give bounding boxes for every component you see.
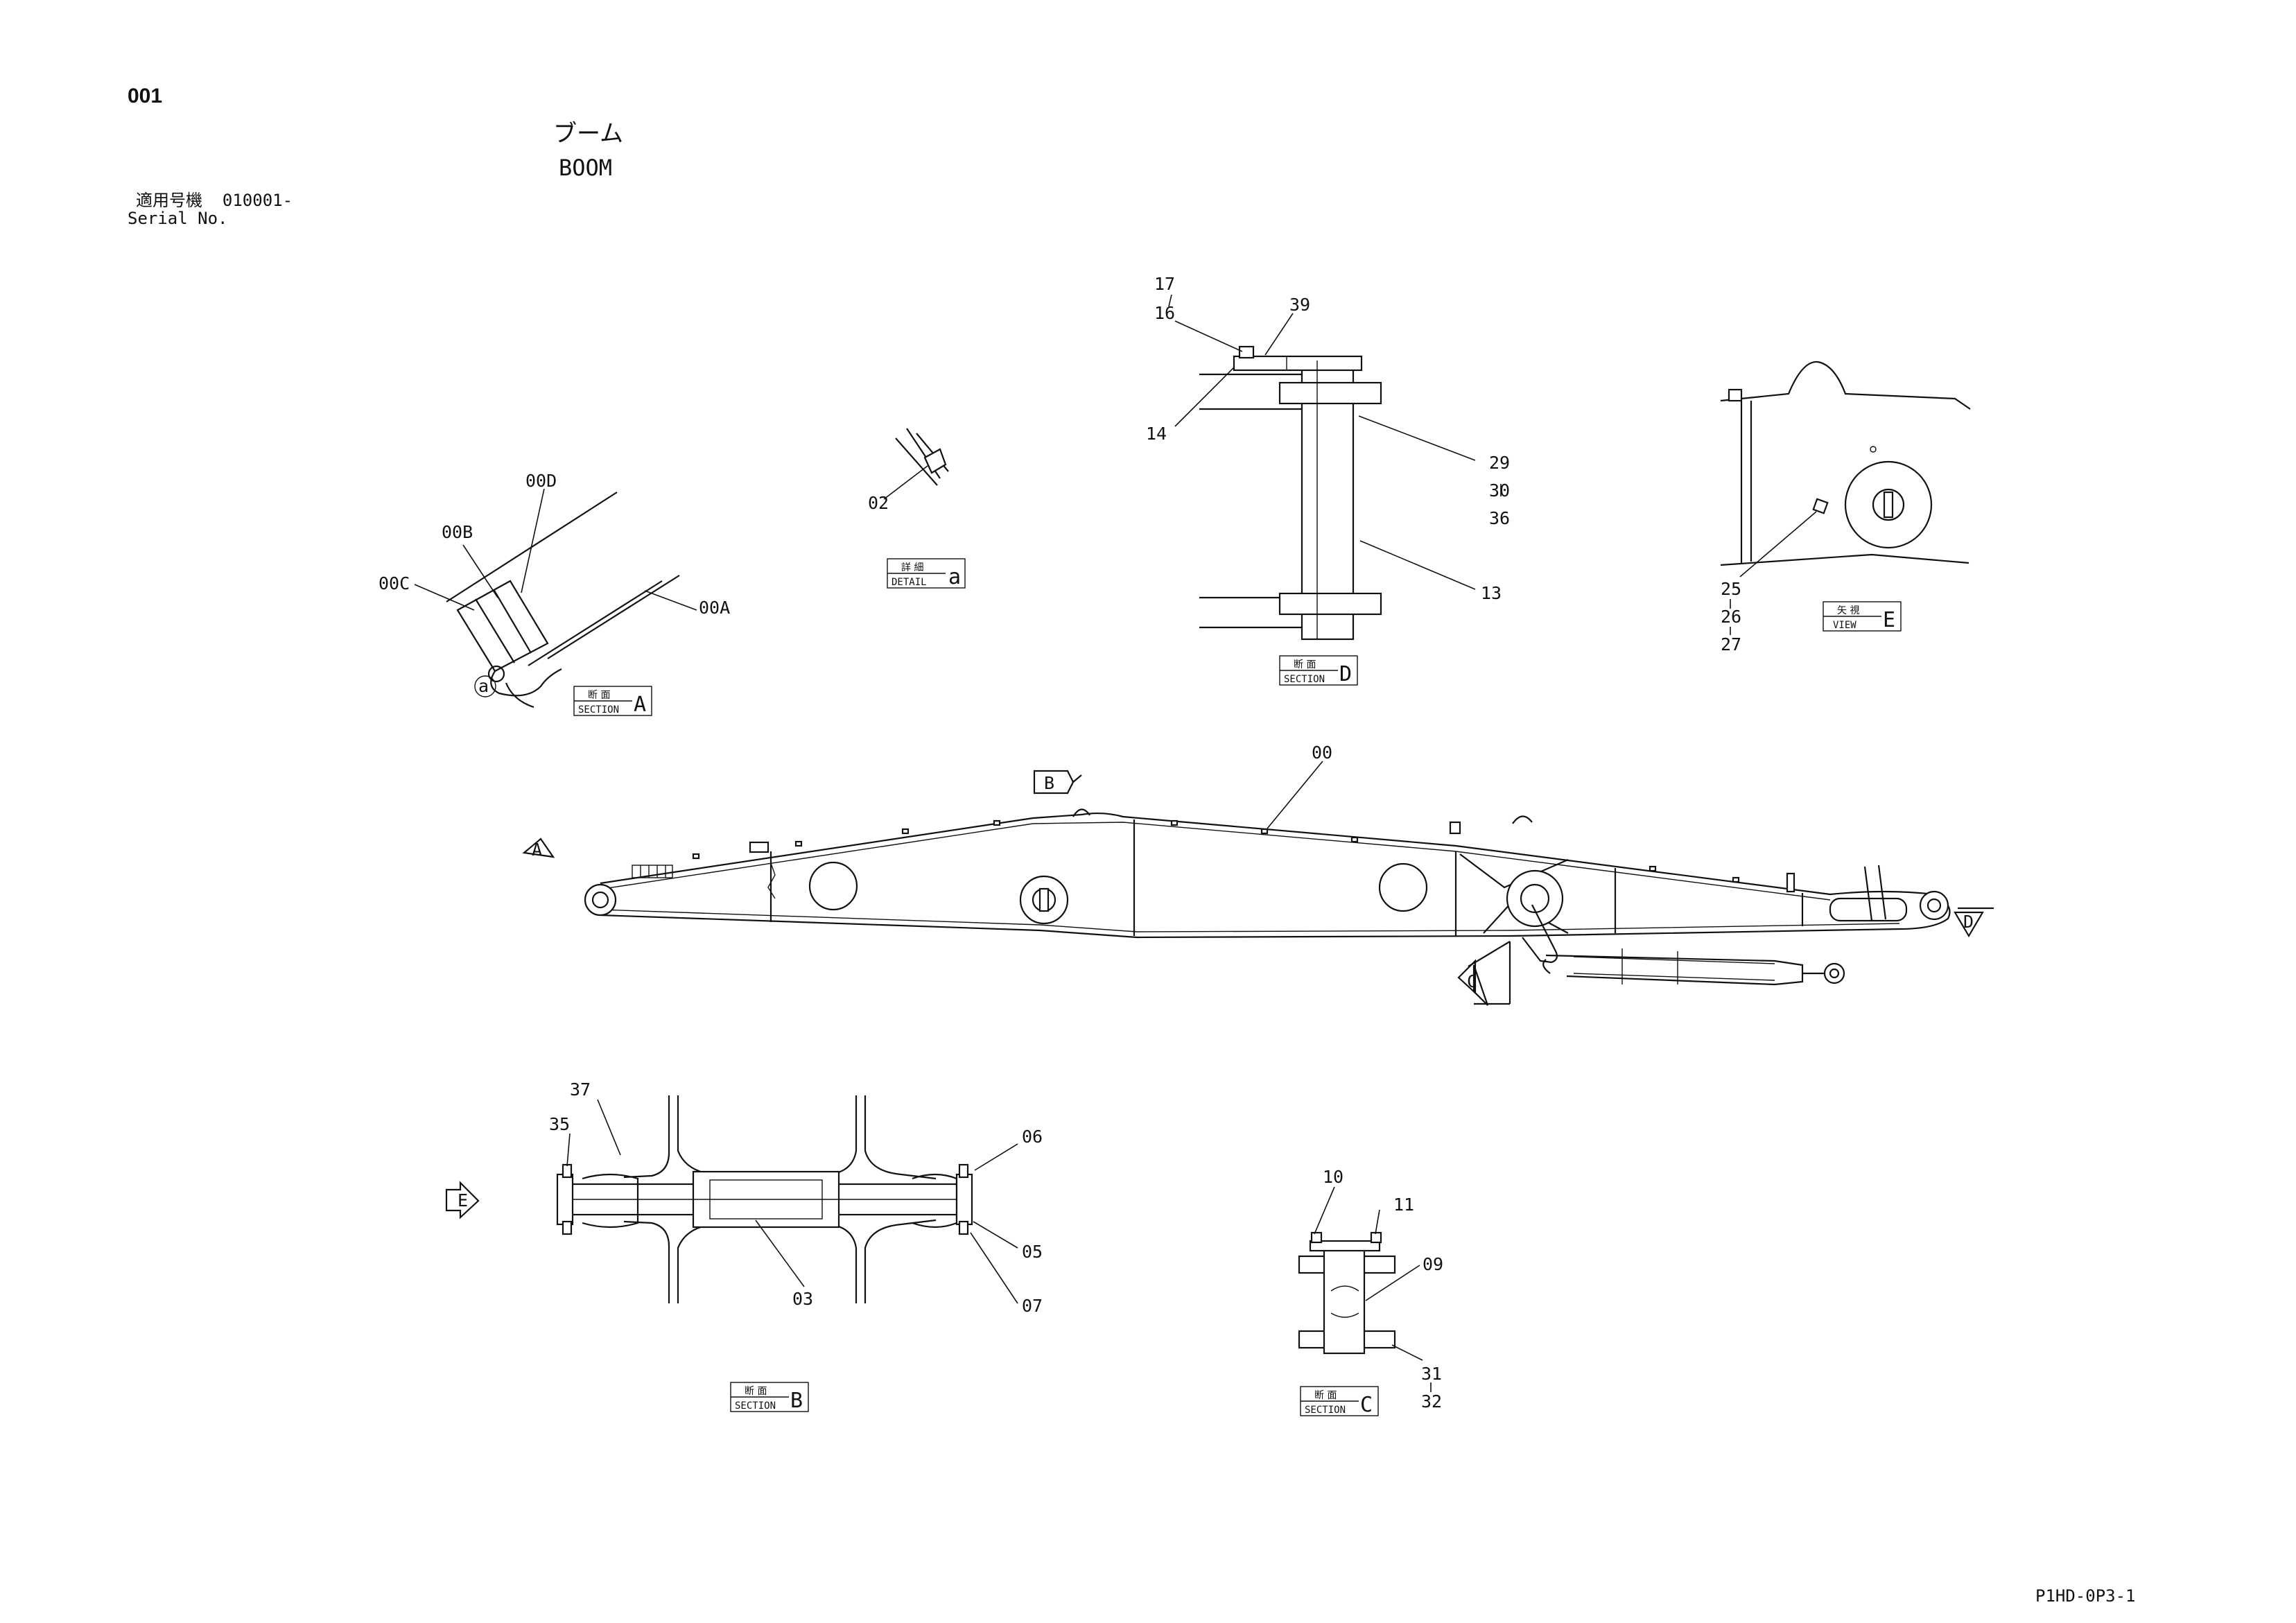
callout-05: 05 — [1022, 1242, 1043, 1262]
svg-text:E: E — [1883, 608, 1895, 632]
callout-09: 09 — [1423, 1254, 1443, 1274]
svg-text:SECTION: SECTION — [735, 1400, 776, 1412]
detail-a-tag: 詳 細 DETAIL a — [887, 558, 966, 589]
serial-value: 010001- — [222, 191, 293, 210]
detail-a-marker-letter: a — [478, 676, 489, 696]
svg-text:SECTION: SECTION — [1284, 674, 1325, 685]
callout-32: 32 — [1421, 1391, 1442, 1412]
boom-cylinder — [1542, 948, 1845, 986]
section-d-view — [1199, 345, 1382, 641]
svg-text:E: E — [458, 1190, 468, 1210]
svg-text:断 面: 断 面 — [745, 1386, 767, 1397]
section-a-tag: 断 面 SECTION A — [573, 686, 652, 717]
callout-00c: 00C — [379, 573, 410, 593]
section-c-view — [1298, 1231, 1396, 1355]
svg-text:詳 細: 詳 細 — [901, 562, 923, 573]
section-a-view: a — [446, 492, 680, 709]
section-arrow-d: D — [1954, 907, 1994, 938]
callout-00b: 00B — [442, 522, 473, 542]
svg-text:SECTION: SECTION — [1305, 1405, 1346, 1416]
callout-10: 10 — [1323, 1167, 1343, 1187]
svg-text:DETAIL: DETAIL — [892, 577, 927, 588]
callout-30: 30 — [1489, 480, 1510, 501]
callout-36: 36 — [1489, 508, 1510, 528]
callout-25: 25 — [1721, 579, 1741, 599]
section-d-tag: 断 面 SECTION D — [1279, 655, 1358, 686]
callout-35: 35 — [549, 1114, 570, 1134]
section-arrow-e: E — [445, 1181, 480, 1220]
svg-text:断 面: 断 面 — [1314, 1390, 1337, 1401]
svg-text:C: C — [1467, 971, 1477, 991]
svg-text:矢 視: 矢 視 — [1837, 605, 1859, 616]
section-arrow-c: C — [1457, 941, 1511, 1006]
serial-label-en: Serial No. — [128, 209, 228, 228]
svg-text:VIEW: VIEW — [1833, 620, 1856, 631]
callout-37: 37 — [570, 1079, 591, 1100]
callout-39: 39 — [1289, 295, 1310, 315]
svg-text:D: D — [1339, 662, 1352, 686]
svg-text:a: a — [948, 565, 961, 589]
callout-17: 17 — [1154, 274, 1175, 294]
serial-label-jp: 適用号機 — [136, 191, 202, 210]
section-b-tag: 断 面 SECTION B — [730, 1382, 809, 1413]
view-e-tag: 矢 視 VIEW E — [1823, 601, 1902, 632]
callout-13: 13 — [1481, 583, 1502, 603]
callout-16: 16 — [1154, 303, 1175, 323]
svg-text:A: A — [634, 693, 646, 717]
section-arrow-a: A — [522, 837, 555, 860]
page-number: 001 — [128, 85, 163, 107]
main-boom — [584, 808, 1951, 964]
callout-14: 14 — [1146, 424, 1167, 444]
svg-text:断 面: 断 面 — [1294, 659, 1316, 670]
svg-text:B: B — [790, 1389, 803, 1413]
svg-text:C: C — [1360, 1393, 1373, 1417]
callout-29: 29 — [1489, 453, 1510, 473]
svg-text:SECTION: SECTION — [578, 704, 619, 715]
detail-a-view — [895, 428, 949, 486]
callout-00a: 00A — [699, 598, 730, 618]
drawing-code: P1HD-0P3-1 — [2035, 1586, 2136, 1606]
callout-03: 03 — [792, 1289, 813, 1309]
svg-text:A: A — [532, 840, 542, 860]
section-c-tag: 断 面 SECTION C — [1300, 1386, 1379, 1417]
svg-text:D: D — [1963, 912, 1974, 932]
svg-text:断 面: 断 面 — [588, 690, 610, 701]
section-b-view — [556, 1095, 973, 1303]
section-arrow-b: B — [1033, 770, 1082, 795]
callout-11: 11 — [1393, 1195, 1414, 1215]
title-english: BOOM — [559, 155, 613, 181]
view-e-view — [1720, 361, 1971, 566]
callout-02: 02 — [868, 493, 889, 513]
svg-text:B: B — [1044, 773, 1054, 793]
callout-31: 31 — [1421, 1364, 1442, 1384]
callout-00: 00 — [1312, 743, 1332, 763]
callout-06: 06 — [1022, 1127, 1043, 1147]
callout-07: 07 — [1022, 1296, 1043, 1316]
callout-27: 27 — [1721, 634, 1741, 654]
callout-26: 26 — [1721, 607, 1741, 627]
serial-range-line: 適用号機 010001- — [136, 191, 293, 209]
title-japanese: ブーム — [553, 120, 623, 148]
callout-00d: 00D — [525, 471, 557, 491]
